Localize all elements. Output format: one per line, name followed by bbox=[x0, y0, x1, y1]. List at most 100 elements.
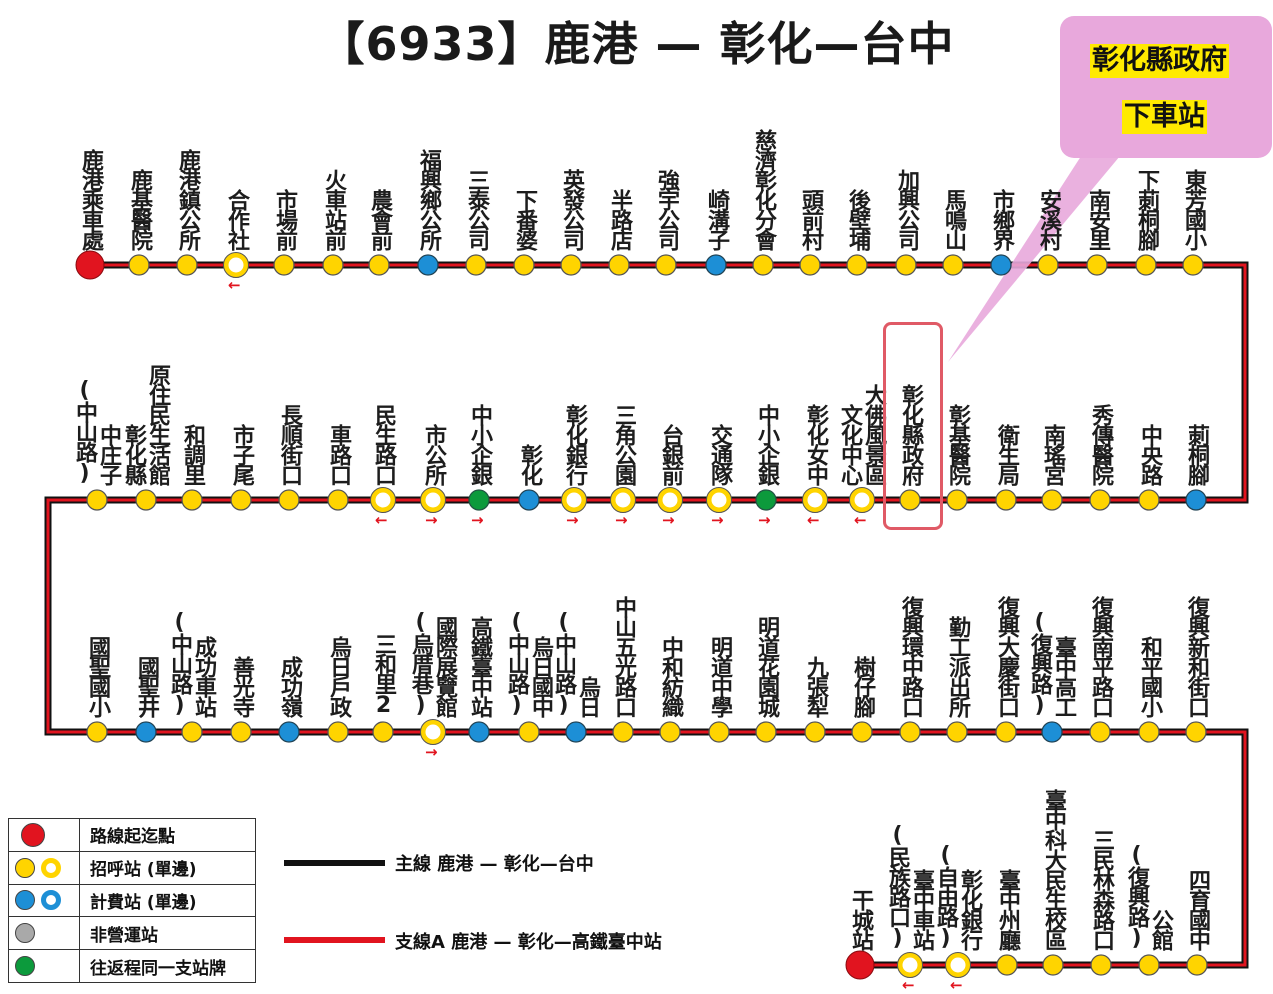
stop-label: 烏日戶政 bbox=[326, 636, 351, 716]
stop-name: 國際展覽館 bbox=[432, 616, 457, 716]
stop-name: 強宇公司 bbox=[654, 169, 679, 249]
stop-name: 市子尾 bbox=[229, 424, 254, 484]
call-stop-marker bbox=[1135, 254, 1157, 276]
call-stop-marker bbox=[612, 721, 634, 743]
fare-stop-marker bbox=[1041, 721, 1063, 743]
stop-name: 勤工派出所 bbox=[945, 616, 970, 716]
stop-label: 農會前 bbox=[367, 189, 392, 249]
stop-name: 秀傳醫院 bbox=[1088, 404, 1113, 484]
call-stop-ring-outline bbox=[802, 487, 828, 513]
fare-stop-marker bbox=[518, 489, 540, 511]
callout-line2: 下車站 bbox=[1122, 100, 1207, 134]
stop-name: 合作社 bbox=[224, 189, 249, 249]
stop-label: 臺中高工(復興路) bbox=[1027, 610, 1076, 716]
stop-label: 臺中車站(民族路口) bbox=[885, 823, 934, 949]
call-stop-ring-marker bbox=[420, 487, 446, 513]
stop-name: 市場前 bbox=[272, 189, 297, 249]
stop-label: 原住民生活館彰化縣 bbox=[121, 364, 170, 484]
call-stop-marker bbox=[465, 254, 487, 276]
call-stop-marker bbox=[1042, 954, 1064, 976]
call-stop-marker bbox=[1182, 254, 1204, 276]
stop-name: 南安里 bbox=[1085, 189, 1110, 249]
branch-route-line bbox=[46, 263, 1247, 967]
call-stop-marker bbox=[996, 954, 1018, 976]
call-stop-marker bbox=[1089, 489, 1111, 511]
legend-symbol bbox=[8, 818, 80, 852]
stop-name: 烏日 bbox=[575, 676, 600, 716]
call-stop-marker bbox=[135, 489, 157, 511]
call-stop-marker bbox=[327, 489, 349, 511]
stop-label: 中山五光路口 bbox=[611, 596, 636, 716]
call-stop-marker bbox=[899, 721, 921, 743]
call-stop-ring-outline bbox=[420, 719, 446, 745]
call-stop-ring-marker bbox=[223, 252, 249, 278]
stop-subname: (中山路) bbox=[72, 378, 97, 484]
call-stop-marker bbox=[181, 721, 203, 743]
stop-label: 復興南平路口 bbox=[1088, 596, 1113, 716]
stop-name: 彰化銀行 bbox=[562, 404, 587, 484]
stop-label: 烏日(中山路) bbox=[551, 610, 600, 716]
fare-stop-marker bbox=[705, 254, 727, 276]
stop-label: 彰化女中 bbox=[803, 404, 828, 484]
call-stop-ring-marker bbox=[897, 952, 923, 978]
stop-name: 彰化女中 bbox=[803, 404, 828, 484]
call-stop-marker bbox=[851, 721, 873, 743]
stop-label: 中央路 bbox=[1137, 424, 1162, 484]
legend-row: 往返程同一支站牌 bbox=[8, 949, 256, 983]
call-stop-marker bbox=[1041, 489, 1063, 511]
arrow-right-icon: → bbox=[471, 511, 484, 529]
call-stop-ring-marker bbox=[706, 487, 732, 513]
call-stop-marker bbox=[659, 721, 681, 743]
stop-name: 九張犁 bbox=[803, 656, 828, 716]
call-stop-marker bbox=[799, 254, 821, 276]
stop-subname: 文化中心 bbox=[837, 404, 862, 484]
stop-label: 三泰公司 bbox=[464, 169, 489, 249]
stop-label: 明道花園城 bbox=[754, 616, 779, 716]
stop-name: 東芳國小 bbox=[1181, 169, 1206, 249]
stop-name: 農會前 bbox=[367, 189, 392, 249]
stop-label: 半路店 bbox=[607, 189, 632, 249]
stop-label: 臺中州廳 bbox=[995, 869, 1020, 949]
stop-name: 樹仔腳 bbox=[850, 656, 875, 716]
stop-label: 復興新和街口 bbox=[1184, 596, 1209, 716]
call-stop-marker bbox=[1185, 721, 1207, 743]
stop-name: 下番婆 bbox=[512, 189, 537, 249]
stop-label: 彰化銀行(自由路) bbox=[933, 843, 982, 949]
stop-name: 車路口 bbox=[326, 424, 351, 484]
call-stop-marker bbox=[942, 254, 964, 276]
stop-label: 台銀前 bbox=[658, 424, 683, 484]
stop-subname: (中山路) bbox=[504, 610, 529, 716]
stop-label: 彰化銀行 bbox=[562, 404, 587, 484]
stop-label: 善光寺 bbox=[229, 656, 254, 716]
fare-stop-marker bbox=[278, 721, 300, 743]
call-stop-marker bbox=[1138, 954, 1160, 976]
stop-label: 南瑤宮 bbox=[1040, 424, 1065, 484]
call-stop-ring-outline bbox=[223, 252, 249, 278]
call-stop-marker bbox=[322, 254, 344, 276]
stop-label: 東芳國小 bbox=[1181, 169, 1206, 249]
legend-label: 路線起迄點 bbox=[79, 818, 256, 852]
call-stop-marker bbox=[327, 721, 349, 743]
stop-label: 干城站 bbox=[848, 889, 873, 949]
stop-label: 中小企銀 bbox=[754, 404, 779, 484]
legend-row: 計費站 (單邊) bbox=[8, 883, 256, 918]
stop-label: 民生路口 bbox=[371, 404, 396, 484]
stop-label: 交通隊 bbox=[707, 424, 732, 484]
stop-name: 四育國中 bbox=[1185, 869, 1210, 949]
stop-name: 烏日戶政 bbox=[326, 636, 351, 716]
arrow-right-icon: → bbox=[662, 511, 675, 529]
call-stop-marker bbox=[895, 254, 917, 276]
stop-name: 中山五光路口 bbox=[611, 596, 636, 716]
fare-legend-icon bbox=[15, 890, 35, 911]
stop-name: 和調里 bbox=[180, 424, 205, 484]
call-stop-marker bbox=[1186, 954, 1208, 976]
call-stop-ring-marker bbox=[945, 952, 971, 978]
stop-name: 彰基醫院 bbox=[945, 404, 970, 484]
stop-name: 福興鄉公所 bbox=[416, 149, 441, 249]
shared-pole-marker bbox=[468, 489, 490, 511]
call-stop-marker bbox=[752, 254, 774, 276]
legend-symbol bbox=[8, 949, 80, 983]
stop-label: 鹿基醫院 bbox=[127, 169, 152, 249]
call-stop-ring-marker bbox=[610, 487, 636, 513]
stop-name: 國聖國小 bbox=[85, 636, 110, 716]
